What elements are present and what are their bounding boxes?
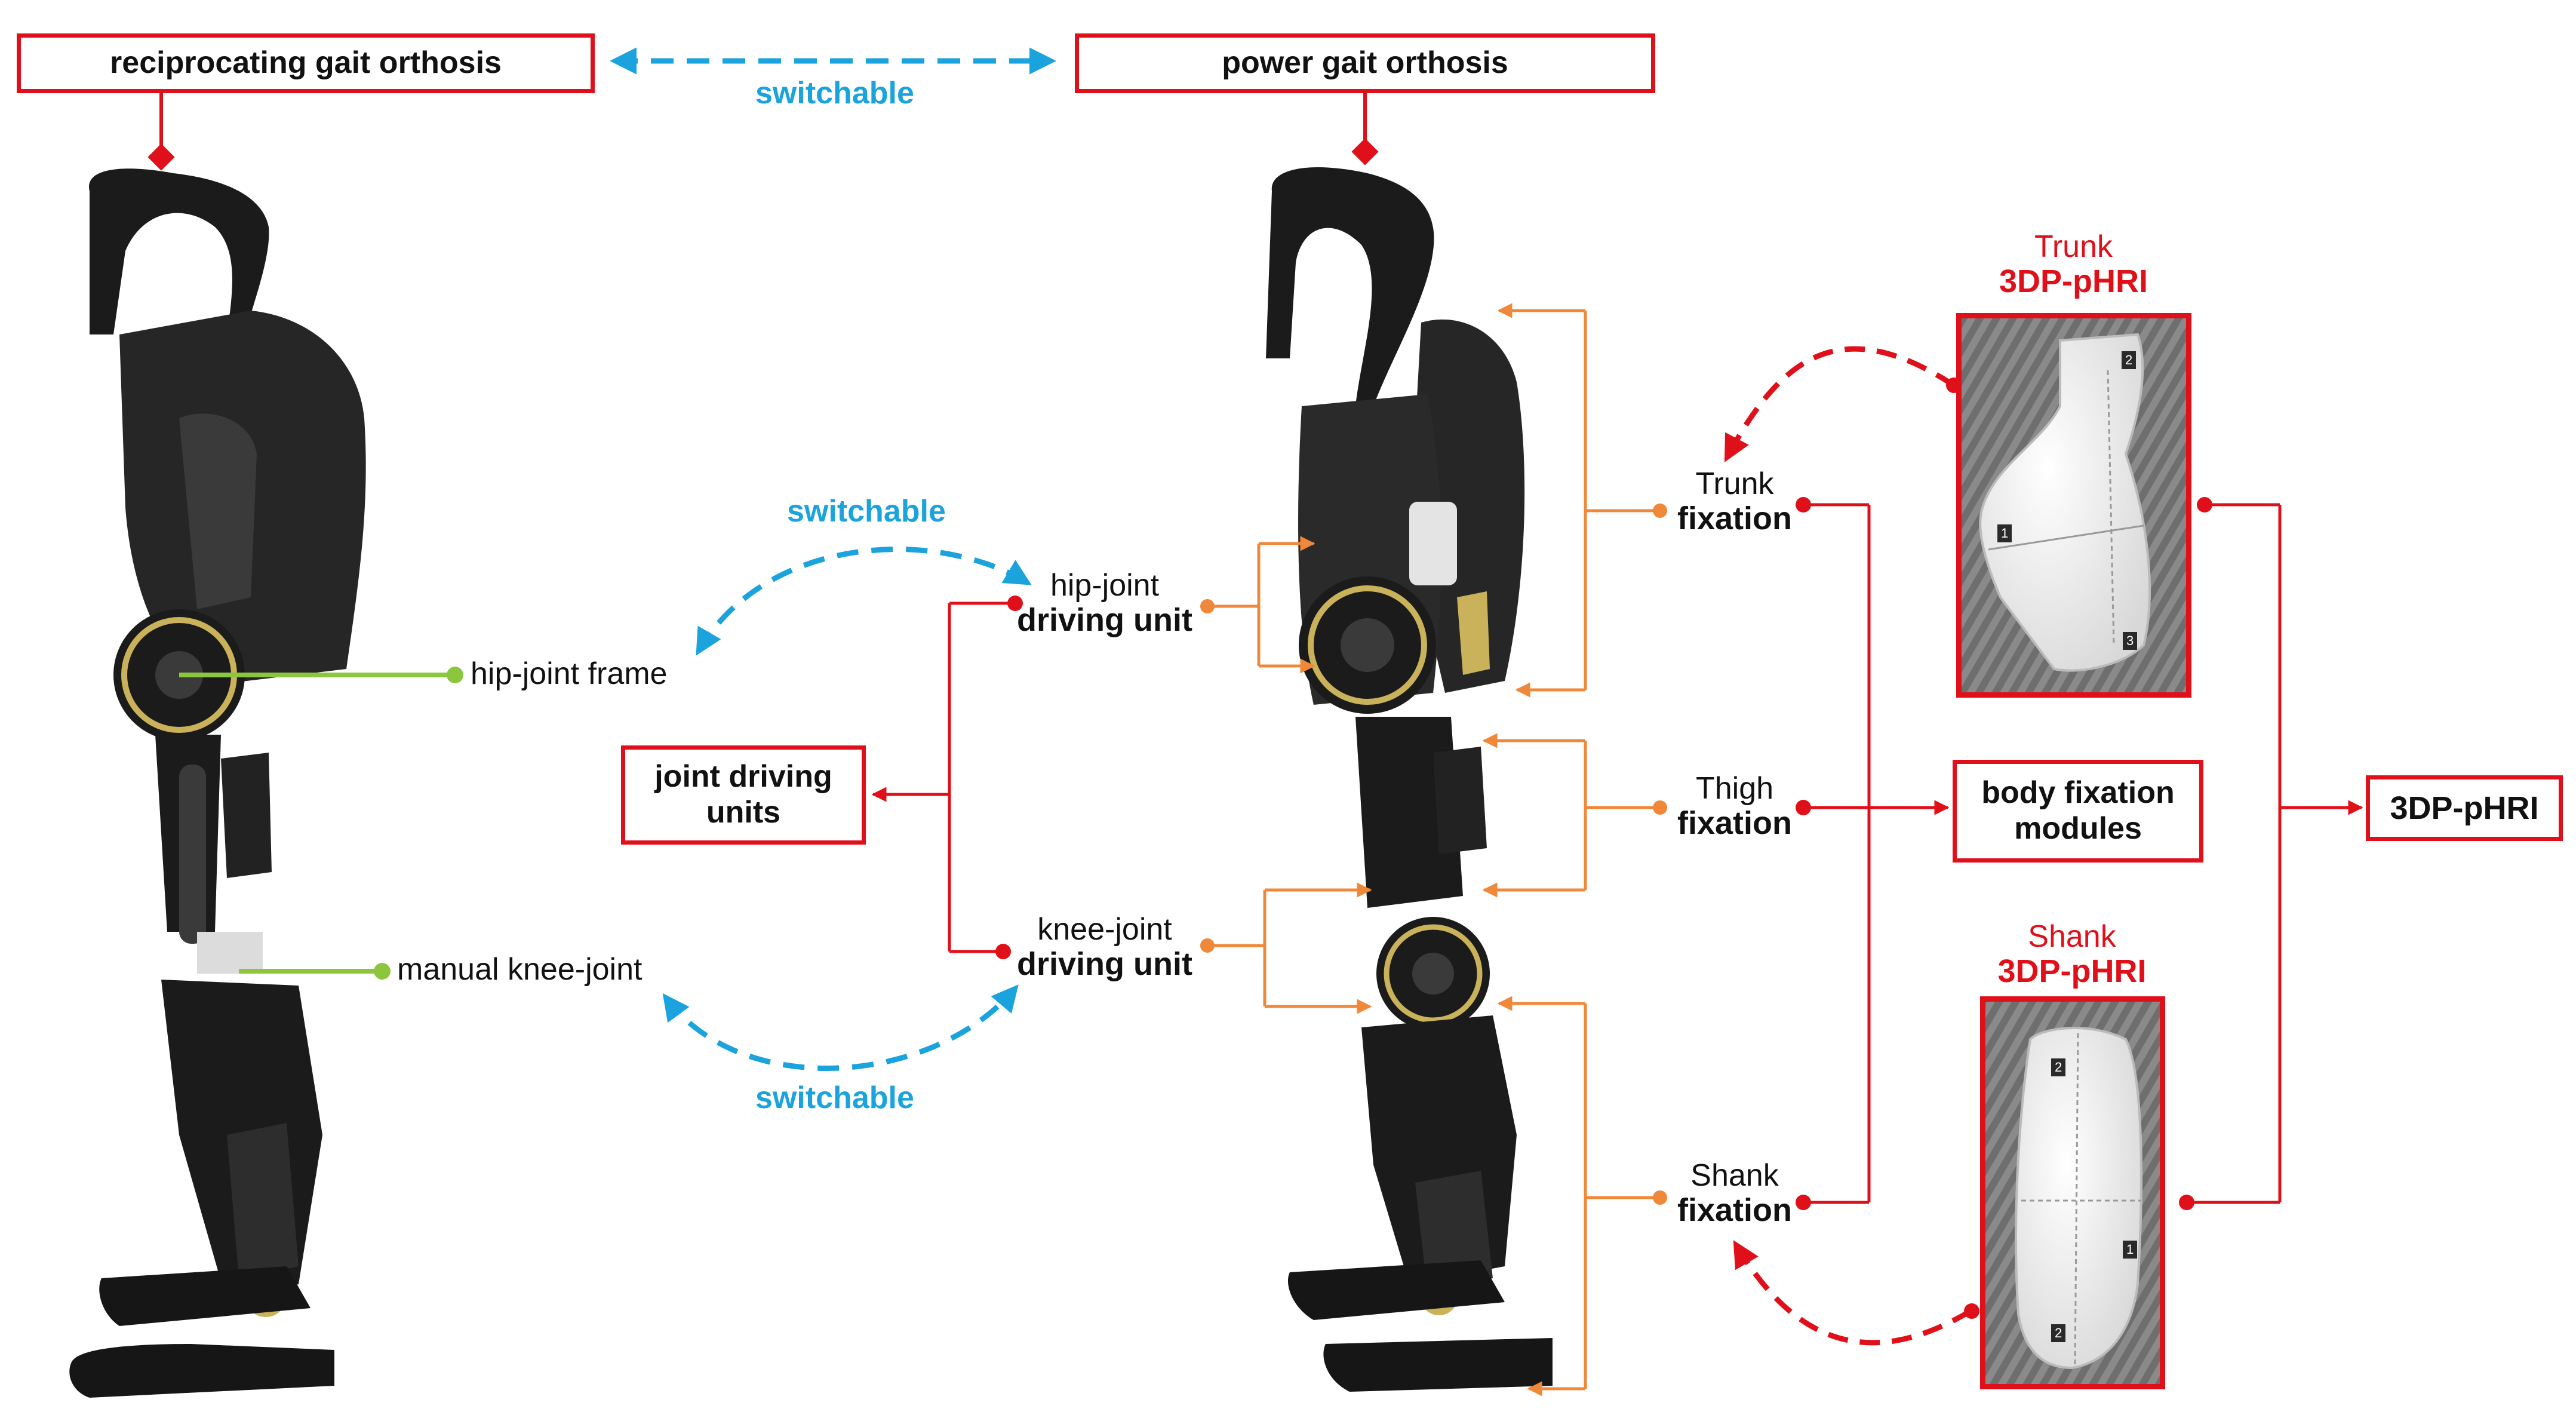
body-fixation-modules-box: body fixation modules [1953, 760, 2203, 863]
trunk-fixation-line1: Trunk [1695, 466, 1774, 501]
shank-marker-right: 1 [2123, 1241, 2138, 1259]
thigh-orange-dot [1653, 800, 1667, 815]
thigh-fixation-line2: fixation [1677, 805, 1792, 842]
3dp-phri-box: 3DP-pHRI [2366, 775, 2563, 841]
knee-orange-dot [1200, 938, 1215, 953]
trunk-fixation-label: Trunk fixation [1666, 466, 1803, 537]
shank-phri-curve [1732, 1240, 1972, 1346]
hip-orange-dot [1200, 599, 1215, 613]
manual-knee-joint-label: manual knee-joint [397, 952, 643, 987]
switchable-label-top: switchable [755, 76, 914, 111]
trunk-phri-title-line2: 3DP-pHRI [1999, 263, 2148, 300]
trunk-phri-dot [2197, 497, 2212, 512]
knee-switchable-arrow [662, 984, 1019, 1071]
shank-fixation-label: Shank fixation [1666, 1158, 1803, 1229]
shank-fixation-dot [1796, 1195, 1811, 1210]
shank-marker-top: 2 [2051, 1058, 2066, 1076]
power-gait-orthosis-title: power gait orthosis [1075, 33, 1655, 93]
thigh-fixation-line1: Thigh [1695, 771, 1774, 806]
shank-phri-frame: 2 1 2 [1980, 996, 2165, 1389]
trunk-orange-dot [1653, 504, 1667, 518]
shank-phri-dot [2179, 1195, 2194, 1210]
trunk-fixation-line2: fixation [1677, 501, 1792, 537]
hip-driving-dot [1007, 596, 1023, 611]
shank-curve-dot [1964, 1303, 1979, 1319]
trunk-phri-curve [1723, 346, 1956, 462]
shank-marker-bottom: 2 [2051, 1324, 2066, 1342]
trunk-phri-title: Trunk 3DP-pHRI [1959, 229, 2188, 300]
power-gait-orthosis-device [1266, 167, 1553, 1392]
phri-bracket [2187, 503, 2363, 1204]
switchable-label-hip: switchable [787, 494, 946, 529]
trunk-marker-top: 2 [2122, 351, 2137, 369]
knee-joint-text: knee-joint [1037, 912, 1172, 947]
hip-joint-frame-label: hip-joint frame [471, 656, 668, 691]
switchable-label-knee: switchable [755, 1081, 914, 1115]
joint-driving-bracket [871, 601, 1015, 953]
reciprocating-gait-orthosis-title: reciprocating gait orthosis [17, 33, 595, 93]
thigh-fixation-dot [1796, 800, 1811, 815]
left-pointer-lines [179, 667, 463, 980]
shank-orange-dot [1653, 1190, 1667, 1205]
thigh-fixation-label: Thigh fixation [1666, 771, 1803, 842]
body-fixation-bracket [1803, 503, 1950, 1204]
trunk-marker-bottom: 3 [2123, 632, 2138, 650]
trunk-fixation-dot [1796, 497, 1811, 512]
shank-fixation-line1: Shank [1690, 1158, 1779, 1193]
shank-phri-title-line1: Shank [2028, 919, 2116, 954]
trunk-phri-frame: 2 1 3 [1956, 313, 2191, 698]
reciprocating-gait-orthosis-device [69, 168, 366, 1398]
trunk-phri-title-line1: Trunk [2034, 229, 2113, 264]
knee-joint-driving-unit-label: knee-joint driving unit [1009, 912, 1200, 983]
shank-phri-title-line2: 3DP-pHRI [1997, 953, 2147, 990]
shank-phri-photo [1982, 999, 2162, 1386]
hip-driving-unit-text: driving unit [1017, 602, 1192, 639]
knee-driving-unit-text: driving unit [1017, 946, 1192, 983]
driving-unit-brackets [1207, 536, 1372, 1014]
hip-joint-text: hip-joint [1050, 568, 1160, 603]
joint-driving-units-box: joint driving units [621, 745, 866, 845]
hip-joint-driving-unit-label: hip-joint driving unit [1009, 568, 1200, 639]
fixation-brackets [1482, 303, 1660, 1397]
shank-phri-title: Shank 3DP-pHRI [1971, 919, 2174, 990]
trunk-marker-left: 1 [1997, 524, 2012, 542]
trunk-phri-photo [1959, 315, 2188, 695]
hip-switchable-arrow [696, 547, 1032, 656]
shank-fixation-line2: fixation [1677, 1192, 1792, 1229]
knee-driving-dot [995, 944, 1011, 959]
